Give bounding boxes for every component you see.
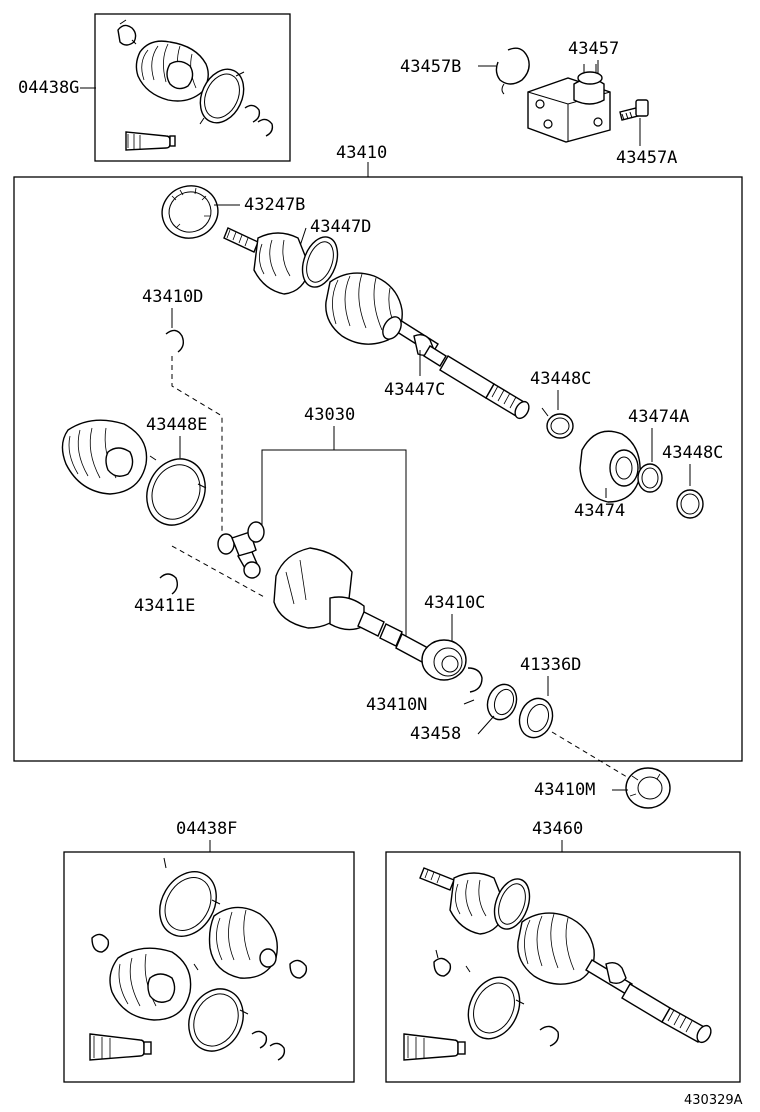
kit-04438F-box — [63, 851, 355, 1083]
label-43030: 43030 — [304, 405, 355, 425]
label-41336D: 41336D — [520, 655, 581, 675]
housing-43030 — [273, 547, 429, 663]
leader-43447D — [299, 227, 307, 247]
seal-41336D — [518, 697, 554, 739]
label-43447D: 43447D — [310, 217, 371, 237]
shaft-43460-parts — [403, 867, 712, 1061]
label-43460: 43460 — [532, 819, 583, 839]
label-43458: 43458 — [410, 724, 461, 744]
kit-04438G-parts — [117, 19, 274, 151]
boot-43448E — [61, 419, 207, 526]
ring-43458 — [486, 683, 518, 721]
label-43474A: 43474A — [628, 407, 689, 427]
ring-43247B — [161, 185, 219, 239]
label-04438F: 04438F — [176, 819, 237, 839]
tripod-43030 — [217, 521, 265, 579]
kit-04438F-parts — [89, 857, 308, 1061]
bracket-43457-parts — [495, 47, 649, 143]
ring-43410D — [165, 329, 185, 353]
label-43457: 43457 — [568, 39, 619, 59]
figure-id: 430329A — [684, 1093, 743, 1108]
seal-43410M — [625, 767, 671, 809]
clamp-43448C-a — [541, 407, 574, 439]
label-43457B: 43457B — [400, 57, 461, 77]
label-43410N: 43410N — [366, 695, 427, 715]
label-43411E: 43411E — [134, 596, 195, 616]
label-43410M: 43410M — [534, 780, 595, 800]
main-assembly-box — [13, 176, 743, 762]
label-43474: 43474 — [574, 501, 625, 521]
label-43247B: 43247B — [244, 195, 305, 215]
label-43448C-b: 43448C — [662, 443, 723, 463]
label-43457A: 43457A — [616, 148, 677, 168]
label-43410: 43410 — [336, 143, 387, 163]
shaft-assembly-outer — [223, 227, 530, 420]
label-43410D: 43410D — [142, 287, 203, 307]
dashed-path-3 — [551, 731, 633, 781]
dashed-path-1 — [171, 356, 223, 536]
label-43448E: 43448E — [146, 415, 207, 435]
leader-43410N — [463, 699, 475, 705]
ring-43411E — [159, 573, 179, 595]
bearing-43410C — [421, 639, 483, 693]
label-43448C-a: 43448C — [530, 369, 591, 389]
shaft-43460-box — [385, 851, 741, 1083]
label-04438G: 04438G — [18, 78, 79, 98]
leader-43458 — [477, 715, 495, 735]
label-43410C: 43410C — [424, 593, 485, 613]
label-43447C: 43447C — [384, 380, 445, 400]
damper-43474 — [579, 430, 704, 519]
